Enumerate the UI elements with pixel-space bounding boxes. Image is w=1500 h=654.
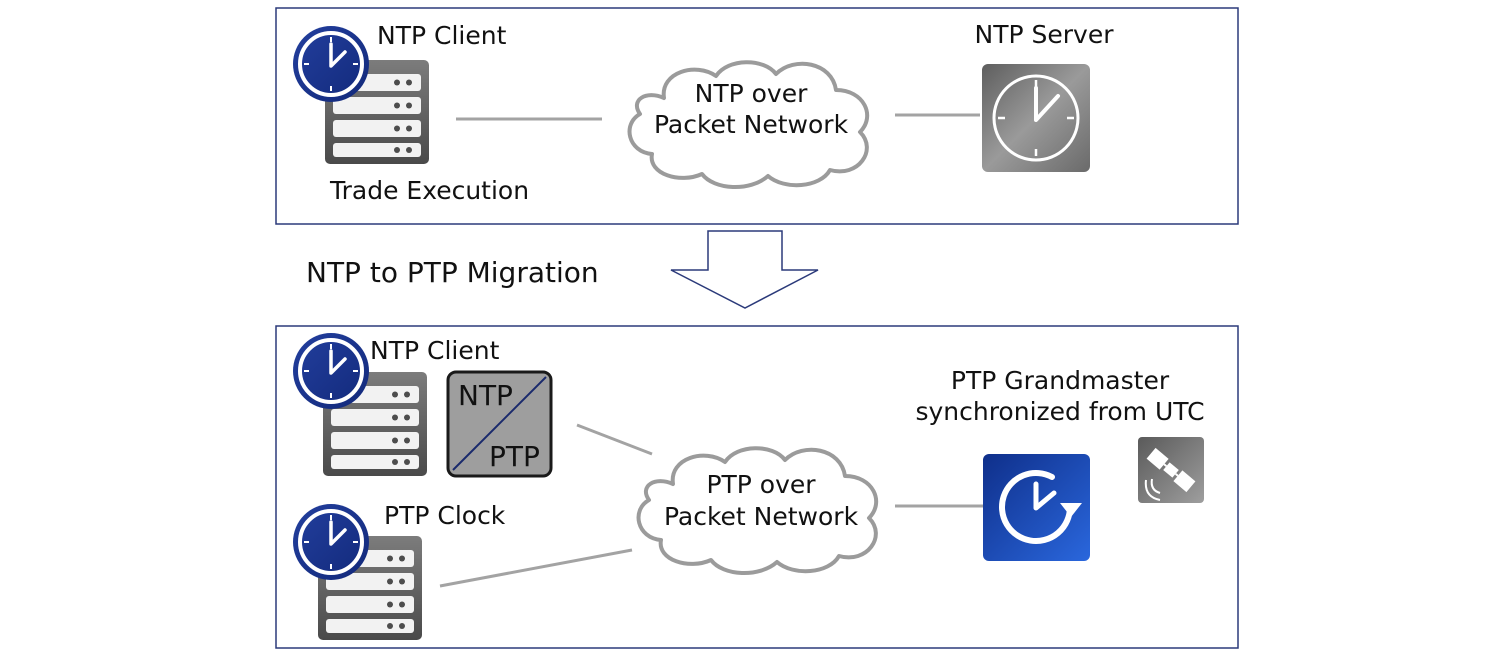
top-client-label: NTP Client <box>377 21 507 50</box>
top-cloud-line1: NTP over <box>695 79 808 108</box>
top-ntp-cloud: NTP over Packet Network <box>627 60 870 190</box>
top-ntp-client-node: NTP Client Trade Execution <box>291 21 529 205</box>
sync-clock-icon <box>983 454 1090 561</box>
bottom-cloud-line1: PTP over <box>706 470 816 499</box>
bottom-client-label: NTP Client <box>370 336 500 365</box>
top-ntp-server-node: NTP Server <box>975 20 1115 172</box>
ntp-ptp-converter: NTP PTP <box>446 370 553 478</box>
bottom-ptp-cloud: PTP over Packet Network <box>636 446 879 576</box>
bottom-ptp-clock-node: PTP Clock <box>291 501 506 640</box>
bottom-panel-frame <box>275 325 1239 649</box>
bottom-cloud-line2: Packet Network <box>664 502 859 531</box>
grandmaster-label-line2: synchronized from UTC <box>915 397 1204 426</box>
converter-top-label: NTP <box>458 379 513 412</box>
satellite-icon <box>1138 437 1204 503</box>
ptp-clock-label: PTP Clock <box>384 501 506 530</box>
bottom-link-converter-cloud <box>576 423 653 456</box>
top-panel-frame <box>275 7 1239 225</box>
grandmaster-label-line1: PTP Grandmaster <box>951 366 1170 395</box>
top-server-label: NTP Server <box>975 20 1115 49</box>
bottom-link-ptpclock-cloud <box>439 548 633 588</box>
clock-icon <box>291 331 371 411</box>
down-arrow-icon <box>670 230 819 309</box>
wall-clock-icon <box>982 64 1090 172</box>
ptp-grandmaster-node: PTP Grandmaster synchronized from UTC <box>915 366 1205 561</box>
migration-label: NTP to PTP Migration <box>306 256 599 289</box>
clock-icon <box>291 24 371 104</box>
top-client-caption: Trade Execution <box>329 176 529 205</box>
bottom-ntp-client-node: NTP Client <box>291 331 500 476</box>
converter-icon <box>446 370 553 478</box>
converter-bottom-label: PTP <box>489 440 540 473</box>
clock-icon <box>291 502 371 582</box>
top-cloud-line2: Packet Network <box>654 110 849 139</box>
